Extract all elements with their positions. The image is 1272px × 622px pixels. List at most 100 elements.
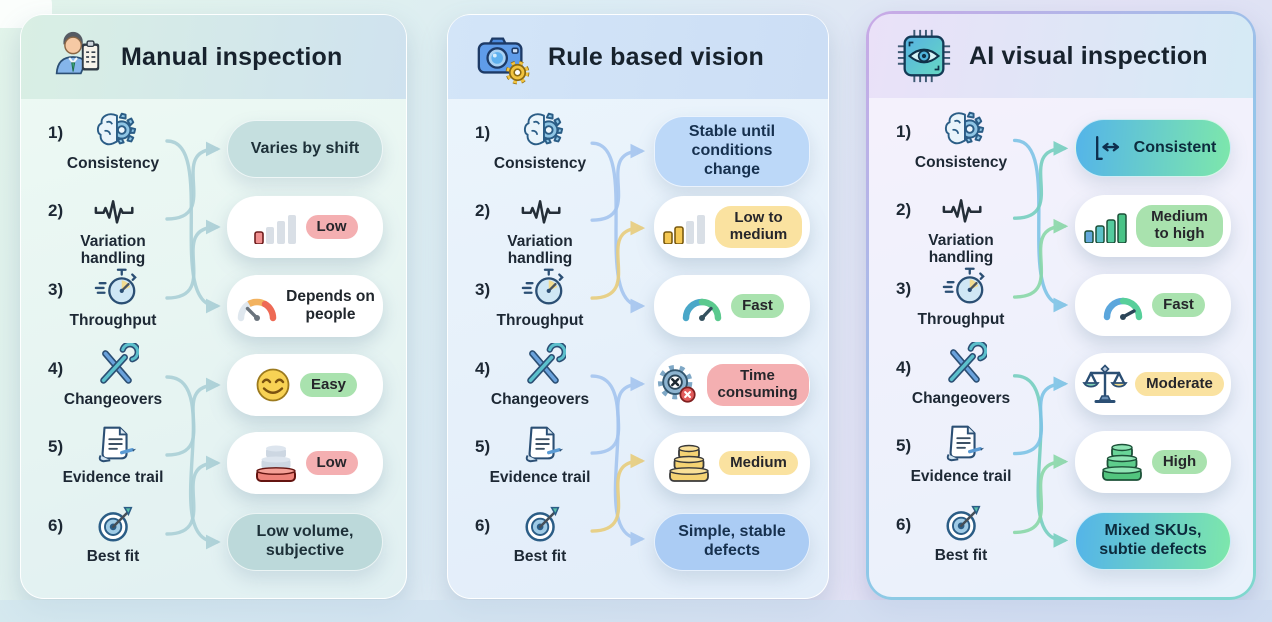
item-number: 1) [48,123,64,142]
badge-best-fit-result: Low volume, subjective [227,513,383,571]
target-dart-icon [941,499,987,545]
badge-best-fit-result: Simple, stable defects [654,513,810,571]
bar-chart-icon [1084,213,1127,243]
panel-header: Manual inspection [21,15,406,99]
waveform-icon [941,184,987,230]
item-number: 3) [896,279,912,298]
panel-title: Rule based vision [548,42,764,71]
item-consistency: 1) Consistency [21,107,196,199]
badge-variation-result: Low to medium [654,196,810,258]
item-evidence-trail: 5) Evidence trail [448,421,623,513]
gear-error-icon [657,364,696,403]
item-label: Throughput [496,312,584,329]
item-number: 5) [896,436,912,455]
item-label: Throughput [917,311,1005,328]
crossed-tools-icon [93,343,139,389]
item-label: Variation handling [507,233,573,268]
crossed-tools-icon [520,343,566,389]
status-pill: Medium to high [1136,205,1223,247]
item-label: Variation handling [928,232,994,267]
panel-ai-border: AI visual inspection 1) Consistency 2) V… [866,11,1256,600]
item-evidence-trail: 5) Evidence trail [21,421,196,513]
panel-title: AI visual inspection [969,41,1208,70]
panel-header: AI visual inspection [869,14,1253,98]
badge-consistency-result: Varies by shift [227,120,383,178]
item-label: Best fit [513,548,567,565]
status-pill: Moderate [1135,371,1224,397]
item-changeovers: 4) Changeovers [869,342,1044,434]
item-number: 1) [896,122,912,141]
item-best-fit: 6) Best fit [869,499,1044,591]
badge-throughput-result: Fast [1075,274,1231,336]
item-number: 3) [475,280,491,299]
badge-text: Varies by shift [250,139,360,157]
badge-text: Consistent [1133,138,1217,156]
item-label: Consistency [914,154,1008,171]
item-label: Consistency [66,155,160,172]
brain-gear-icon [93,107,139,153]
badge-text: Low volume, subjective [256,523,354,559]
badge-changeovers-result: Time consuming [654,354,810,416]
panel-header: Rule based vision [448,15,828,99]
status-pill: Fast [1152,292,1205,318]
item-label: Evidence trail [489,469,591,486]
item-label: Changeovers [63,391,163,408]
badge-text: Stable until conditions change [688,123,776,178]
item-number: 6) [896,515,912,534]
panel-title: Manual inspection [121,42,343,71]
status-pill: Low to medium [715,206,802,248]
item-label: Best fit [86,548,140,565]
status-pill: Easy [299,372,358,398]
waveform-icon [93,185,139,231]
item-label: Throughput [69,312,157,329]
status-pill: Low [305,450,358,476]
badge-throughput-result: Depends on people [227,275,383,337]
item-changeovers: 4) Changeovers [448,343,623,435]
item-number: 5) [475,437,491,456]
item-number: 4) [896,358,912,377]
gauge-icon [237,298,277,322]
target-dart-icon [520,500,566,546]
item-label: Evidence trail [910,468,1012,485]
document-pen-icon [941,420,987,466]
range-arrow-icon [1095,136,1119,160]
item-label: Variation handling [80,233,146,268]
badge-evidence-result: Medium [654,432,810,494]
brain-gear-icon [941,106,987,152]
panel-rule-based-vision: Rule based vision 1) Consistency 2) Vari… [447,14,829,599]
status-pill: Fast [731,293,784,319]
waveform-icon [520,185,566,231]
status-pill: Low [305,214,358,240]
stacked-discs-icon [255,445,296,482]
panel-manual-inspection: Manual inspection 1) Consistency 2) Vari… [20,14,407,599]
stopwatch-icon [93,264,139,310]
item-label: Changeovers [490,391,590,408]
document-pen-icon [520,421,566,467]
badge-consistency-result: Stable until conditions change [654,116,810,187]
badge-changeovers-result: Easy [227,354,383,416]
target-dart-icon [93,500,139,546]
badge-throughput-result: Fast [654,275,810,337]
brain-gear-icon [520,107,566,153]
item-label: Consistency [493,155,587,172]
gauge-icon [682,298,722,322]
badge-evidence-result: High [1075,431,1231,493]
badge-variation-result: Medium to high [1075,195,1231,257]
status-pill: High [1151,449,1208,475]
item-number: 5) [48,437,64,456]
stopwatch-icon [941,263,987,309]
item-number: 6) [48,516,64,535]
item-variation-handling: 2) Variation handling [21,185,196,277]
item-number: 1) [475,123,491,142]
item-number: 2) [475,201,491,220]
item-variation-handling: 2) Variation handling [448,185,623,277]
item-label: Best fit [934,547,988,564]
item-evidence-trail: 5) Evidence trail [869,420,1044,512]
badge-text: Mixed SKUs, subtie defects [1099,522,1207,558]
item-best-fit: 6) Best fit [21,500,196,592]
crossed-tools-icon [941,342,987,388]
item-number: 6) [475,516,491,535]
camera-gear-icon [477,37,530,85]
status-pill: Time consuming [706,364,809,406]
